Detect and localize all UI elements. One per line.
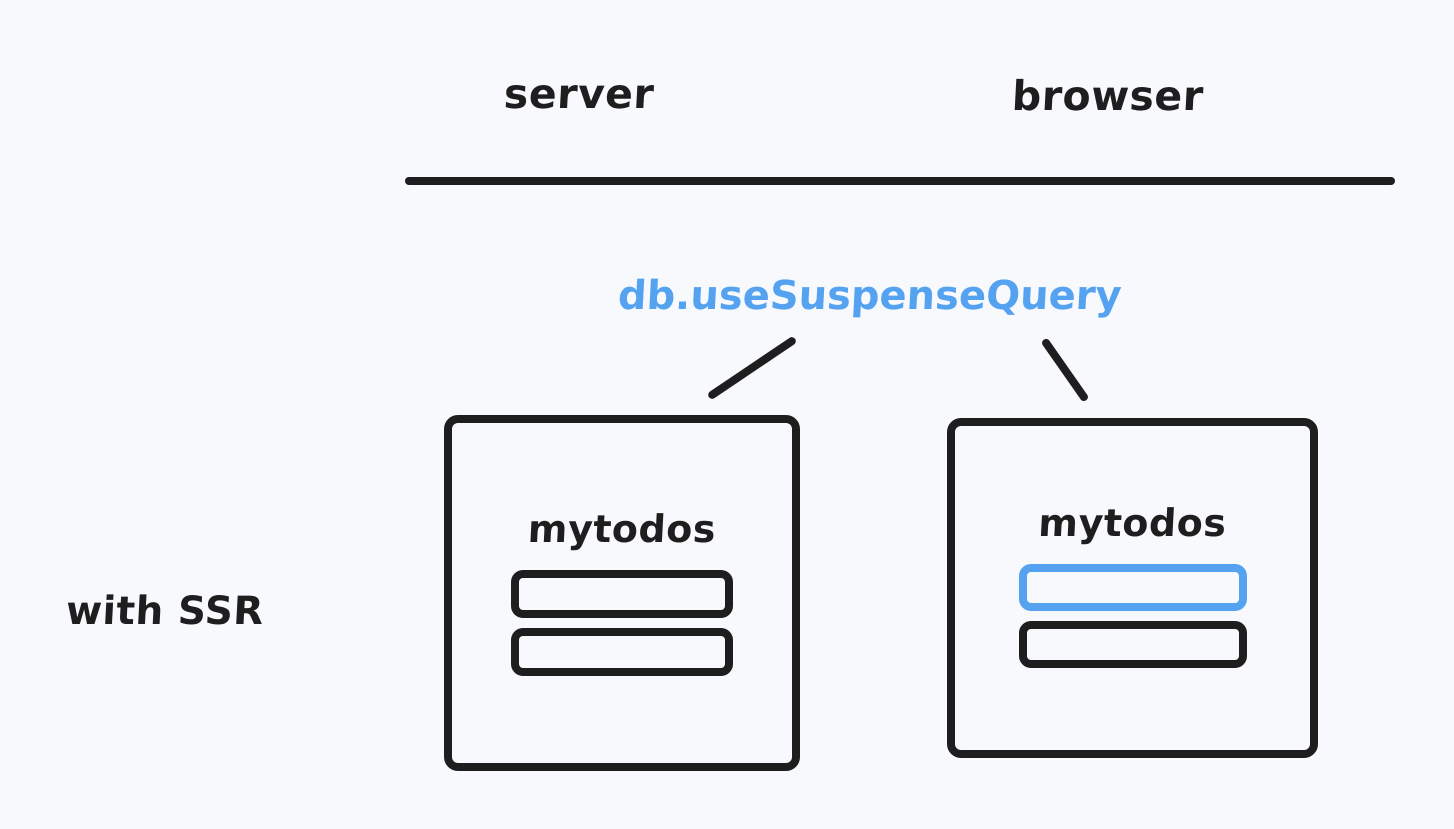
column-header-server: server [502, 70, 656, 118]
server-box: mytodos [444, 415, 800, 771]
todo-item-highlighted [1018, 564, 1247, 611]
server-box-title: mytodos [526, 507, 718, 551]
connector-line-to-server-box [706, 335, 798, 401]
connector-line-to-browser-box [1040, 337, 1090, 403]
server-todo-list [452, 570, 792, 676]
todo-item [511, 570, 733, 618]
header-divider-line [405, 177, 1395, 185]
column-header-browser: browser [1010, 72, 1205, 120]
browser-todo-list [955, 564, 1310, 668]
api-annotation-label: db.useSuspenseQuery [616, 273, 1123, 319]
todo-item [1018, 621, 1247, 668]
browser-box-title: mytodos [1037, 501, 1228, 545]
browser-box: mytodos [947, 418, 1318, 758]
row-label-with-ssr: with SSR [64, 589, 266, 634]
todo-item [511, 628, 733, 676]
